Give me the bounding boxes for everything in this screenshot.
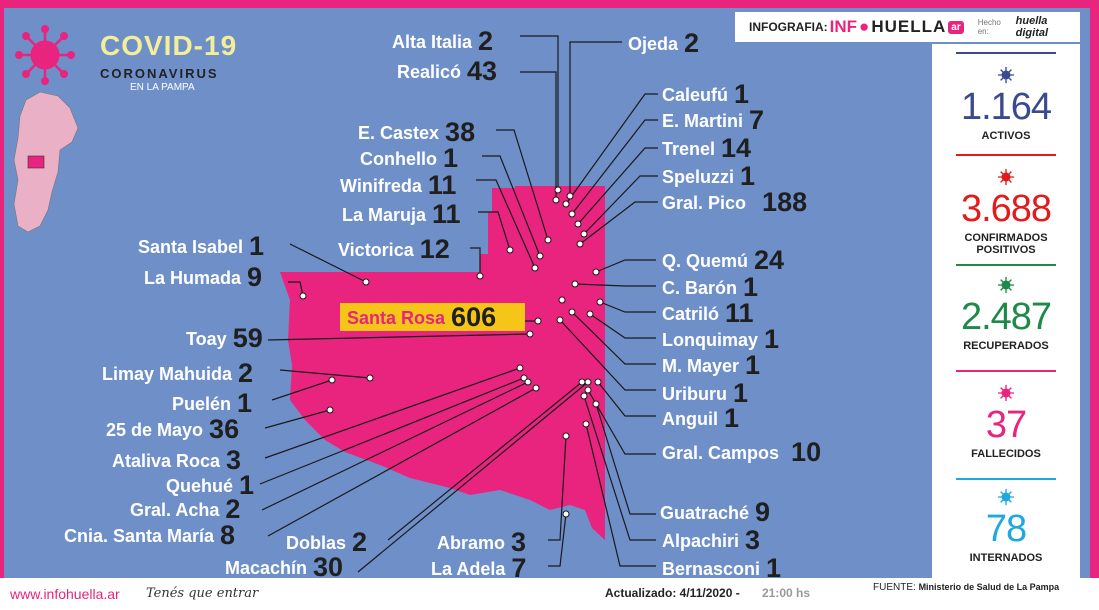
header-label: INFOGRAFIA: bbox=[749, 20, 828, 34]
footer-time: 21:00 hs bbox=[762, 586, 811, 600]
locality-dots bbox=[299, 186, 604, 518]
la-pampa-location-marker bbox=[27, 155, 45, 169]
stat-separator bbox=[956, 154, 1056, 156]
stat-separator bbox=[956, 52, 1056, 54]
stat-value: 1.164 bbox=[960, 86, 1052, 128]
virus-icon bbox=[997, 168, 1015, 186]
stat-internados: 78 INTERNADOS bbox=[932, 488, 1080, 564]
stat-activos: 1.164 ACTIVOS bbox=[932, 66, 1080, 142]
stat-label: ACTIVOS bbox=[981, 130, 1031, 142]
footer-source: FUENTE: Ministerio de Salud de La Pampa bbox=[873, 582, 1060, 593]
logo-title: COVID-19 bbox=[100, 30, 238, 61]
stat-separator bbox=[956, 478, 1056, 480]
left-border bbox=[0, 0, 4, 610]
stat-recuperados: 2.487 RECUPERADOS bbox=[932, 276, 1080, 352]
brand-pin-icon: ● bbox=[859, 17, 870, 36]
connector-lines bbox=[259, 35, 658, 573]
stat-fallecidos: 37 FALLECIDOS bbox=[932, 384, 1080, 460]
virus-icon bbox=[997, 66, 1015, 84]
stat-value: 78 bbox=[985, 508, 1027, 550]
stat-value: 2.487 bbox=[960, 296, 1052, 338]
virus-logo-icon bbox=[15, 25, 75, 85]
huella-digital-brand: huella digital bbox=[1015, 15, 1049, 39]
header-brand: INFOGRAFIA: INF ● HUELLA ar Hecho en: hu… bbox=[735, 12, 1080, 42]
logo-region: EN LA PAMPA bbox=[130, 82, 195, 93]
santa-rosa-highlight bbox=[340, 303, 525, 331]
stats-panel: 1.164 ACTIVOS 3.688 CONFIRMADOS POSITIVO… bbox=[932, 44, 1080, 584]
top-border bbox=[0, 0, 1099, 8]
footer-slogan: Tenés que entrar bbox=[146, 586, 259, 601]
stat-confirmados: 3.688 CONFIRMADOS POSITIVOS bbox=[932, 168, 1080, 256]
footer-site-link[interactable]: www.infohuella.ar bbox=[10, 586, 120, 602]
stat-separator bbox=[956, 264, 1056, 266]
right-border bbox=[1090, 0, 1099, 610]
brand-info: INF bbox=[829, 17, 858, 36]
virus-icon bbox=[997, 276, 1015, 294]
hecho-en-label: Hecho en: bbox=[977, 18, 1001, 36]
footer: www.infohuella.ar Tenés que entrar Actua… bbox=[0, 578, 1099, 610]
stat-separator bbox=[956, 370, 1056, 372]
virus-icon bbox=[997, 488, 1015, 506]
stat-label: INTERNADOS bbox=[969, 552, 1043, 564]
stat-value: 3.688 bbox=[960, 188, 1052, 230]
virus-icon bbox=[997, 384, 1015, 402]
brand-ar-badge: ar bbox=[948, 20, 964, 34]
stat-label: FALLECIDOS bbox=[971, 448, 1041, 460]
stat-value: 37 bbox=[985, 404, 1027, 446]
brand-huella: HUELLA bbox=[871, 17, 947, 36]
footer-updated: Actualizado: 4/11/2020 - bbox=[605, 586, 740, 600]
la-pampa-province bbox=[280, 186, 605, 540]
logo-subtitle: CORONAVIRUS bbox=[100, 66, 219, 81]
argentina-silhouette bbox=[13, 91, 79, 233]
stat-label: CONFIRMADOS POSITIVOS bbox=[964, 232, 1048, 256]
stat-label: RECUPERADOS bbox=[963, 340, 1049, 352]
